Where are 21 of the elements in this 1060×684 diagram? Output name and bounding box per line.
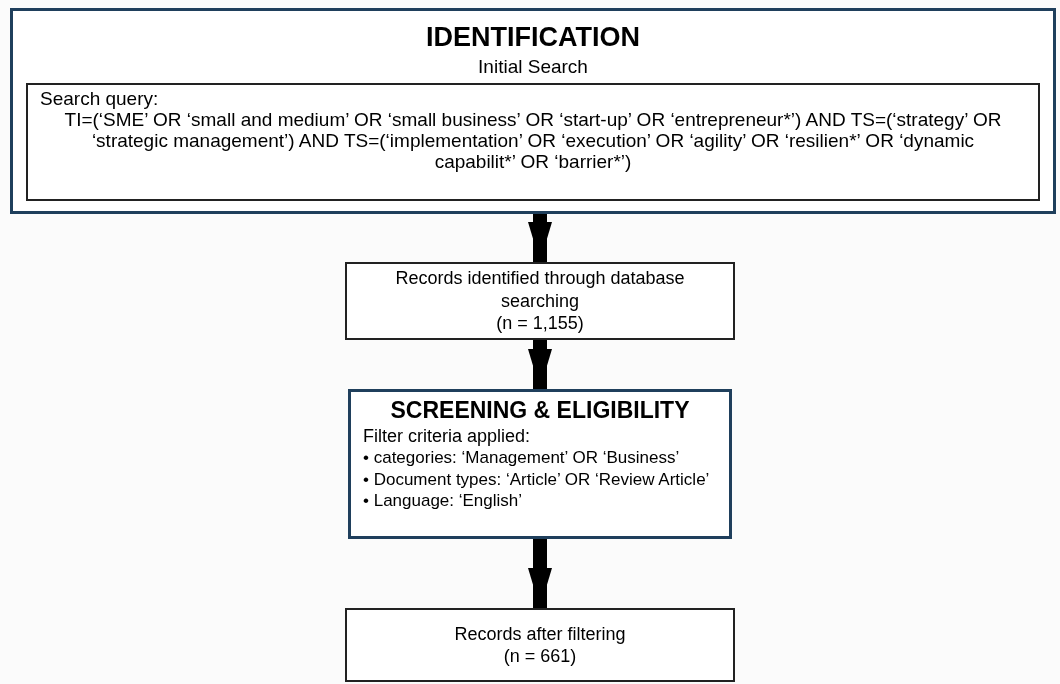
record-count: (n = 1,155) [496, 312, 584, 335]
query-text: TI=(‘SME’ OR ‘small and medium’ OR ‘small business’ OR ‘start-up’ OR ‘entrepreneur*’) AND TS=(‘strategy’ OR ‘strategic management’) AND TS=(‘implementation’ OR ‘execution’ OR ‘agility’ OR ‘resilien*’ OR ‘dynamic capabilit*’ OR ‘barrier*’) [63, 109, 1003, 173]
arrow [528, 340, 552, 389]
process-box [10, 8, 1056, 214]
record-description: Records identified through database searching [394, 267, 686, 313]
process-box [345, 608, 735, 682]
section-heading: SCREENING & ELIGIBILITY [389, 396, 691, 425]
section-subtitle: Initial Search [478, 54, 588, 79]
process-box [345, 262, 735, 340]
criteria-item: • categories: ‘Management’ OR ‘Business’ [363, 447, 681, 469]
section-heading: IDENTIFICATION [426, 21, 640, 54]
process-box [26, 83, 1040, 201]
arrow [528, 539, 552, 608]
criteria-item: • Language: ‘English’ [363, 489, 524, 511]
record-count: (n = 661) [503, 645, 577, 668]
criteria-heading: Filter criteria applied: [363, 424, 532, 448]
record-description: Records after filtering [454, 622, 626, 645]
arrow [528, 214, 552, 262]
query-heading: Search query: [40, 89, 159, 110]
criteria-item: • Document types: ‘Article’ OR ‘Review Article’ [363, 468, 711, 490]
process-box [348, 389, 732, 539]
